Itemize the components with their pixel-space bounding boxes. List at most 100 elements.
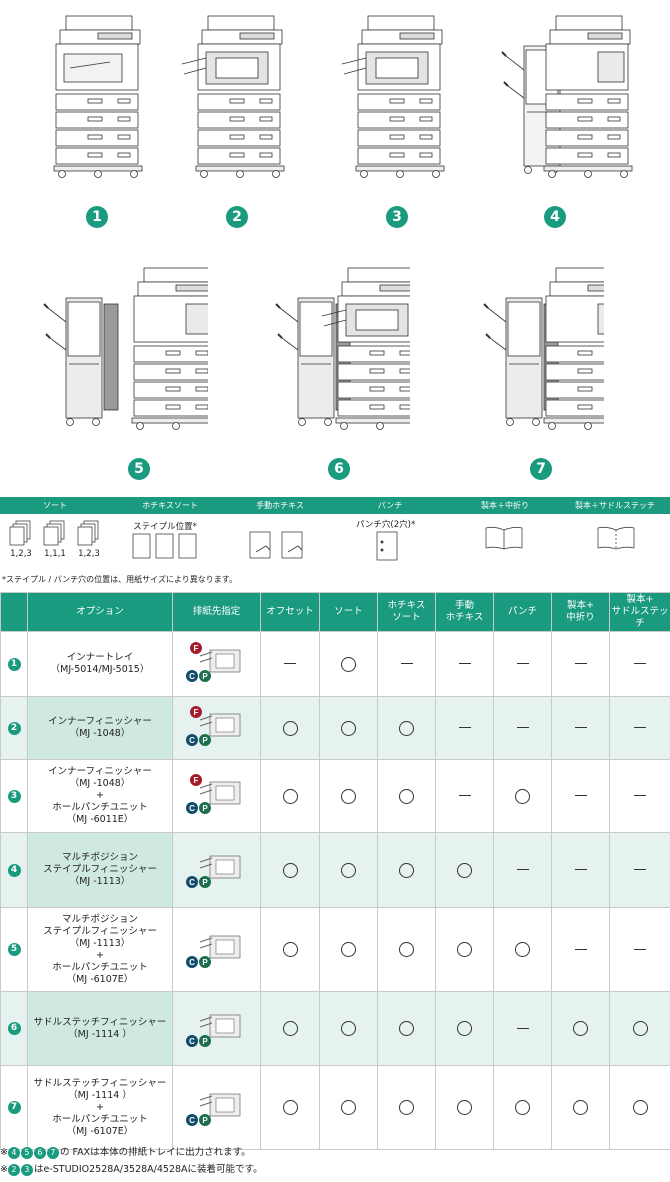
- option-name: サドルステッチフィニッシャー（MJ -1114 ）: [27, 991, 173, 1066]
- manual-staple-icon: [246, 528, 310, 565]
- supported-mark: [377, 907, 436, 992]
- copier-illustration: [341, 15, 445, 178]
- svg-text:C: C: [189, 672, 195, 681]
- supported-mark: [435, 832, 494, 908]
- supported-mark: [319, 759, 378, 833]
- option-name: マルチポジションステイプルフィニッシャー（MJ -1113）: [27, 832, 173, 908]
- column-header: オプション: [27, 592, 173, 632]
- option-name: インナーフィニッシャー（MJ -1048）: [27, 696, 173, 760]
- row-number-badge: 1: [7, 657, 21, 671]
- feature-header-label: ホチキスソート: [142, 501, 198, 510]
- unsupported-mark: [435, 759, 494, 833]
- option-name: インナーフィニッシャー（MJ -1048）+ホールパンチユニット（MJ -601…: [27, 759, 173, 833]
- supported-mark: [377, 696, 436, 760]
- unsupported-mark: [493, 991, 552, 1066]
- unsupported-mark: [493, 832, 552, 908]
- column-header: 製本+中折り: [551, 592, 610, 632]
- supported-mark: [260, 1065, 320, 1150]
- row-number-badge: 7: [7, 1101, 21, 1114]
- unsupported-mark: [493, 696, 552, 760]
- supported-mark: [609, 1065, 670, 1150]
- svg-text:C: C: [189, 958, 195, 967]
- svg-text:P: P: [202, 878, 208, 887]
- unsupported-mark: [609, 631, 670, 697]
- column-header: 製本+サドルステッチ: [609, 592, 670, 632]
- supported-mark: [260, 907, 320, 992]
- unsupported-mark: [493, 631, 552, 697]
- sort-icon: 1,1,1: [42, 520, 68, 559]
- feature-header-bar: ソートホチキスソート手動ホチキスパンチ製本＋中折り製本＋サドルステッチ: [0, 497, 670, 514]
- staple-icon: ステイプル位置*: [130, 520, 200, 563]
- column-header: オフセット: [260, 592, 320, 632]
- supported-mark: [493, 907, 552, 992]
- supported-mark: [260, 696, 320, 760]
- svg-text:P: P: [202, 672, 208, 681]
- feature-note: *ステイプル / パンチ穴の位置は、用紙サイズにより異なります。: [2, 575, 237, 584]
- feature-header-label: ソート: [43, 501, 67, 510]
- supported-mark: [377, 991, 436, 1066]
- copier-illustration: [181, 15, 285, 178]
- sort-icon: 1,2,3: [76, 520, 102, 559]
- machine-number-badge: 3: [386, 206, 408, 228]
- row-number-badge: 4: [7, 863, 21, 877]
- unsupported-mark: [377, 631, 436, 697]
- supported-mark: [609, 991, 670, 1066]
- unsupported-mark: [551, 907, 610, 992]
- row-number-badge: 6: [7, 1022, 21, 1035]
- machine-number-badge: 2: [226, 206, 248, 228]
- unsupported-mark: [551, 631, 610, 697]
- svg-text:C: C: [189, 1116, 195, 1125]
- supported-mark: [319, 631, 378, 697]
- machine-number-badge: 6: [328, 458, 350, 480]
- row-number-badge: 3: [7, 789, 21, 803]
- copier-illustration: [53, 15, 143, 178]
- unsupported-mark: [609, 907, 670, 992]
- copier-illustration: [483, 267, 604, 430]
- column-header: 排紙先指定: [172, 592, 261, 632]
- unsupported-mark: [551, 696, 610, 760]
- table-row: 3 インナーフィニッシャー（MJ -1048）+ホールパンチユニット（MJ -60…: [0, 759, 670, 833]
- sort-icon: 1,2,3: [8, 520, 34, 559]
- supported-mark: [260, 991, 320, 1066]
- supported-mark: [377, 759, 436, 833]
- unsupported-mark: [435, 631, 494, 697]
- feature-header-label: 手動ホチキス: [256, 501, 304, 510]
- svg-text:P: P: [202, 804, 208, 813]
- unsupported-mark: [551, 832, 610, 908]
- machine-number-badge: 4: [544, 206, 566, 228]
- copier-illustration: [275, 267, 410, 430]
- supported-mark: [319, 832, 378, 908]
- svg-text:C: C: [189, 736, 195, 745]
- option-name: インナートレイ（MJ-5014/MJ-5015）: [27, 631, 173, 697]
- supported-mark: [260, 759, 320, 833]
- column-header: ホチキスソート: [377, 592, 436, 632]
- row-number-badge: 2: [7, 721, 21, 735]
- supported-mark: [551, 1065, 610, 1150]
- supported-mark: [435, 1065, 494, 1150]
- supported-mark: [319, 907, 378, 992]
- unsupported-mark: [609, 759, 670, 833]
- column-header: ソート: [319, 592, 378, 632]
- svg-text:P: P: [202, 1037, 208, 1046]
- supported-mark: [377, 832, 436, 908]
- copier-illustration: [501, 15, 633, 178]
- feature-header-label: パンチ: [377, 501, 403, 510]
- table-header-row: オプション排紙先指定オフセットソートホチキスソート手動ホチキスパンチ製本+中折り…: [0, 592, 670, 632]
- supported-mark: [493, 1065, 552, 1150]
- unsupported-mark: [609, 696, 670, 760]
- column-header: パンチ: [493, 592, 552, 632]
- svg-text:F: F: [193, 776, 198, 785]
- column-header: 手動ホチキス: [435, 592, 494, 632]
- machine-number-badge: 1: [86, 206, 108, 228]
- svg-text:C: C: [189, 878, 195, 887]
- machine-number-badge: 5: [128, 458, 150, 480]
